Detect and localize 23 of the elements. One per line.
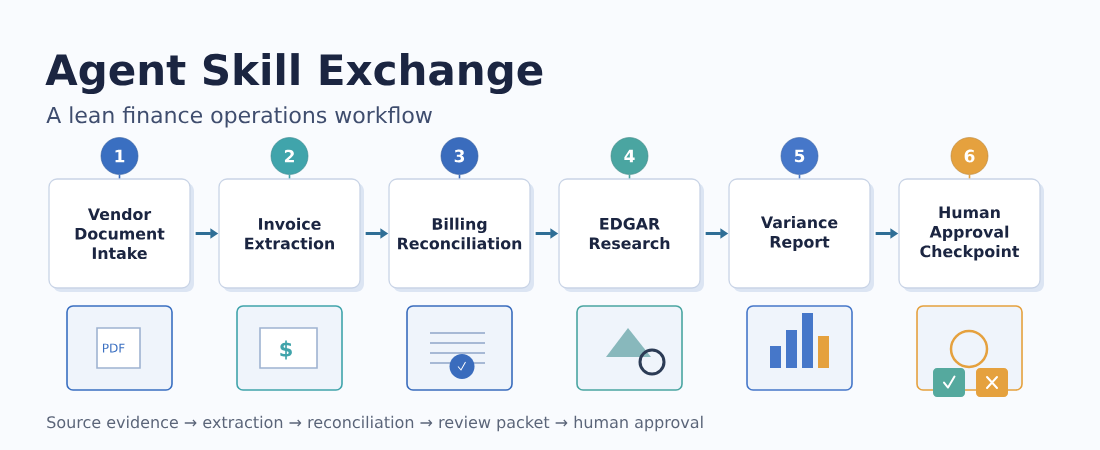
number-badge: 4 — [610, 137, 649, 175]
step-box: Vendor Document Intake — [48, 178, 194, 292]
title: Agent Skill Exchange — [45, 53, 543, 95]
connector-line — [288, 174, 291, 180]
file-type-label: PDF — [103, 343, 125, 353]
connector-line — [968, 174, 971, 180]
number-badge: 6 — [950, 137, 989, 175]
connector-line — [458, 174, 461, 180]
connector-line — [798, 174, 801, 180]
number-badge: 5 — [780, 137, 819, 175]
step-box: Variance Report — [728, 178, 874, 292]
step-box: Invoice Extraction — [218, 178, 364, 292]
connector-line — [118, 174, 121, 180]
step-box: Human Approval Checkpoint — [898, 178, 1044, 292]
caption: Source evidence → extraction → reconciliation → review packet → human approval — [47, 415, 703, 432]
number-badge: 3 — [440, 137, 479, 175]
step-box: Billing Reconciliation — [388, 178, 534, 292]
step-box: EDGAR Research — [558, 178, 704, 292]
connector-line — [628, 174, 631, 180]
number-badge: 2 — [270, 137, 309, 175]
number-badge: 1 — [100, 137, 139, 175]
subtitle: A lean finance operations workflow — [46, 106, 432, 128]
dollar-sign: $ — [280, 340, 292, 360]
